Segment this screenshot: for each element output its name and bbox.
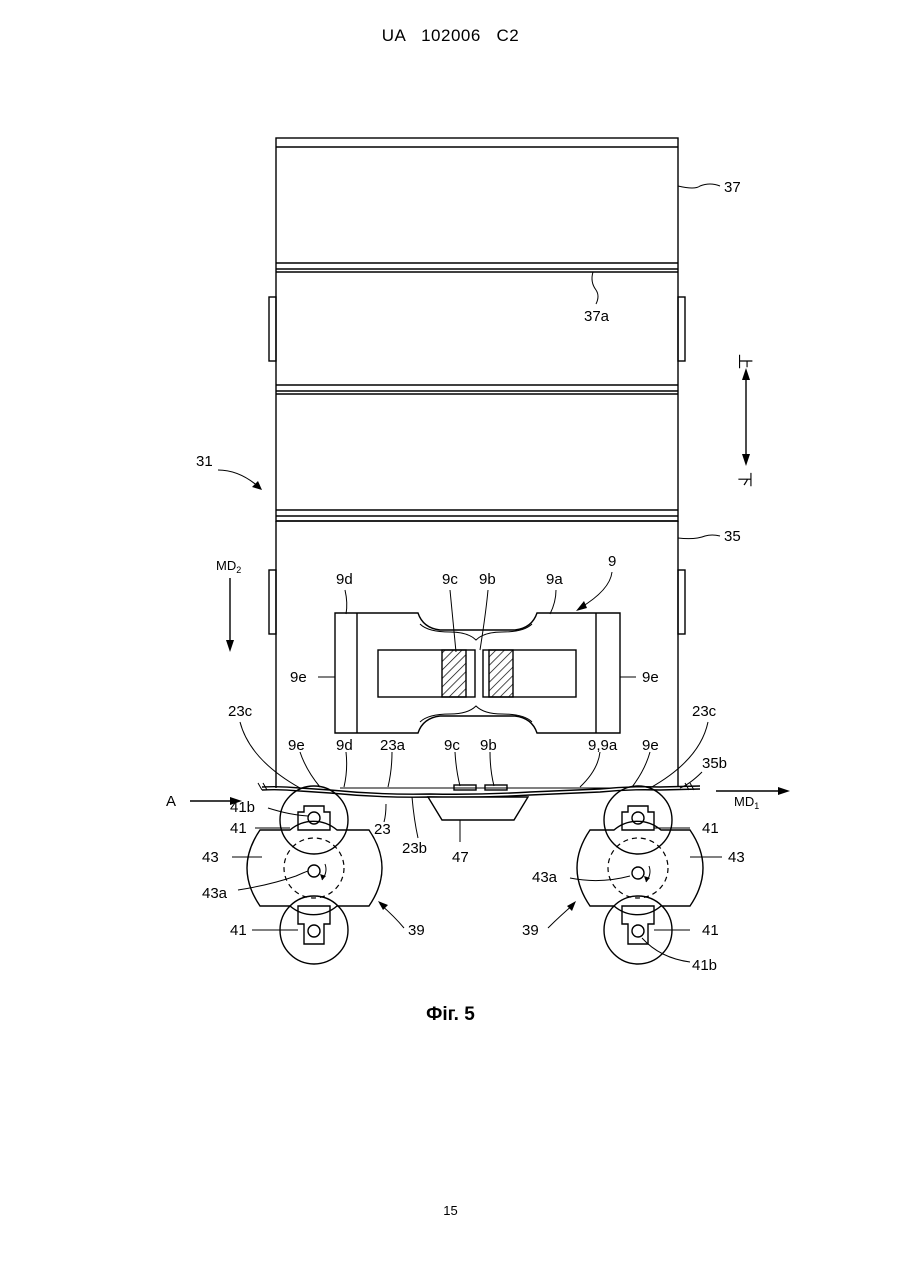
- label-9e-low-left: 9e: [288, 737, 305, 754]
- label-39-left: 39: [408, 922, 425, 939]
- label-9-9a: 9,9a: [588, 737, 618, 754]
- figure-caption: Фіг. 5: [0, 1004, 901, 1026]
- label-A: A: [166, 793, 176, 810]
- label-9c-low: 9c: [444, 737, 460, 754]
- label-23: 23: [374, 821, 391, 838]
- page-number: 15: [0, 1203, 901, 1218]
- label-37a: 37a: [584, 308, 610, 325]
- leader-lines: [232, 184, 722, 962]
- label-up: 上: [736, 354, 753, 369]
- label-9d: 9d: [336, 571, 353, 588]
- label-41-left-bot: 41: [230, 922, 247, 939]
- label-23c-left: 23c: [228, 703, 253, 720]
- label-43a-right: 43a: [532, 869, 558, 886]
- label-41b-right: 41b: [692, 957, 717, 974]
- label-md1: MD1: [734, 794, 759, 811]
- label-41b-left: 41b: [230, 799, 255, 816]
- label-down: 下: [736, 472, 753, 487]
- label-43a-left: 43a: [202, 885, 228, 902]
- figure-labels: 37 37a 31 35 MD2 9 9d 9c 9b 9a 9e 9e 23c…: [166, 179, 759, 974]
- label-9d-low: 9d: [336, 737, 353, 754]
- label-9b: 9b: [479, 571, 496, 588]
- label-9: 9: [608, 553, 616, 570]
- label-9e-right: 9e: [642, 669, 659, 686]
- label-35: 35: [724, 528, 741, 545]
- label-9a: 9a: [546, 571, 563, 588]
- label-31: 31: [196, 453, 213, 470]
- label-43-left: 43: [202, 849, 219, 866]
- label-41-right-top: 41: [702, 820, 719, 837]
- label-23c-right: 23c: [692, 703, 717, 720]
- product-9: [335, 613, 620, 733]
- label-35b: 35b: [702, 755, 727, 772]
- label-47: 47: [452, 849, 469, 866]
- label-41-left-top: 41: [230, 820, 247, 837]
- box-35: [269, 521, 685, 788]
- label-9e-low-right: 9e: [642, 737, 659, 754]
- box-37: [269, 138, 685, 521]
- label-23a: 23a: [380, 737, 406, 754]
- label-9c: 9c: [442, 571, 458, 588]
- rotary-unit-39-left: [247, 786, 382, 964]
- label-9e-left: 9e: [290, 669, 307, 686]
- label-37: 37: [724, 179, 741, 196]
- label-43-right: 43: [728, 849, 745, 866]
- label-md2: MD2: [216, 558, 241, 575]
- label-39-right: 39: [522, 922, 539, 939]
- label-23b: 23b: [402, 840, 427, 857]
- label-41-right-bot: 41: [702, 922, 719, 939]
- label-9b-low: 9b: [480, 737, 497, 754]
- rotary-unit-39-right: [577, 786, 703, 964]
